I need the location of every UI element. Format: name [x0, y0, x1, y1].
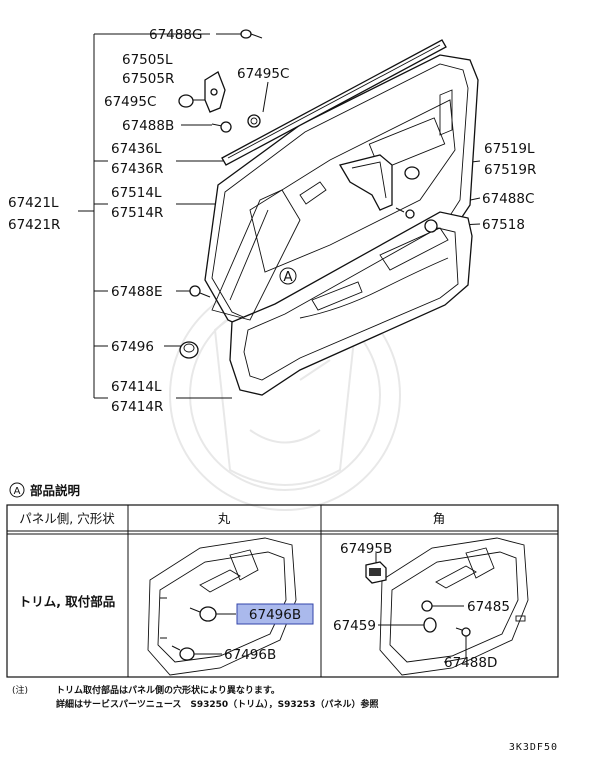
- bracket-67505: [204, 71, 226, 113]
- screw-67488d: [443, 627, 471, 663]
- label-67488g: 67488G: [149, 27, 202, 43]
- label-67436l: 67436L: [111, 141, 162, 157]
- label-67505l: 67505L: [122, 52, 173, 68]
- inner-panel: [211, 189, 301, 321]
- screw-67488g: [240, 29, 263, 39]
- note-line-2: 詳細はサービスパーツニュース S93250（トリム），S93253（パネル）参照: [56, 698, 378, 710]
- clip-67495c-b: [247, 114, 261, 128]
- bracket-lines: [78, 33, 210, 399]
- clip-67496b-upper: [189, 606, 217, 622]
- header-round: 丸: [218, 511, 231, 526]
- detail-marker-a: A: [279, 267, 297, 285]
- weatherstrip-67436: [221, 39, 447, 166]
- drawing-code: 3K3DF50: [509, 742, 558, 753]
- note-line-1: トリム取付部品はパネル側の穴形状により異なります。: [56, 684, 280, 696]
- label-67518: 67518: [482, 217, 525, 233]
- detail-marker-a-label: A: [283, 269, 293, 285]
- section-marker: A: [14, 486, 21, 497]
- note-prefix: (注): [12, 684, 28, 696]
- label-67488e: 67488E: [111, 284, 162, 300]
- clip-67496: [179, 341, 199, 359]
- fasteners: [178, 29, 438, 359]
- square-hole-sketch: [365, 537, 529, 676]
- header-panel-hole-shape: パネル側, 穴形状: [19, 511, 115, 526]
- label-67459: 67459: [333, 618, 376, 634]
- label-67488c: 67488C: [482, 191, 534, 207]
- highlight-67496b[interactable]: 67496B: [236, 603, 314, 625]
- door-trim-panel: [229, 211, 473, 396]
- pull-handle-67514: [338, 154, 393, 211]
- screw-67488b: [211, 121, 232, 133]
- label-67495c-left: 67495C: [104, 94, 156, 110]
- label-67495b: 67495B: [340, 541, 392, 557]
- screw-67488e: [189, 285, 211, 298]
- highlight-67496b-label[interactable]: 67496B: [249, 607, 301, 623]
- label-67495c-upper: 67495C: [237, 66, 289, 82]
- label-67519l: 67519L: [484, 141, 535, 157]
- parts-table: パネル側, 穴形状 丸 角 トリム, 取付部品: [6, 504, 559, 678]
- clip-67496b-lower: [171, 645, 195, 661]
- label-67496b-lower: 67496B: [224, 647, 276, 663]
- label-67519r: 67519R: [484, 162, 536, 178]
- section-title: 部品説明: [30, 483, 80, 498]
- label-67488b: 67488B: [122, 118, 174, 134]
- clip-67495b: [365, 561, 387, 584]
- clip-67459: [378, 617, 437, 633]
- label-67436r: 67436R: [111, 161, 163, 177]
- round-hole-sketch: [147, 537, 297, 676]
- grommet-67485: [421, 600, 464, 612]
- label-67414l: 67414L: [111, 379, 162, 395]
- clip-67495c-a: [178, 94, 194, 108]
- label-67514r: 67514R: [111, 205, 163, 221]
- footnote: (注) トリム取付部品はパネル側の穴形状により異なります。 詳細はサービスパーツ…: [12, 684, 378, 710]
- part-number-labels: 67488G 67505L 67505R 67495C 67495C 67488…: [8, 27, 536, 415]
- label-67496: 67496: [111, 339, 154, 355]
- section-heading: A 部品説明: [9, 482, 80, 498]
- cap-67518: [424, 219, 438, 233]
- label-67485: 67485: [467, 599, 510, 615]
- label-67514l: 67514L: [111, 185, 162, 201]
- screw-67488c: [395, 207, 415, 219]
- row-label-trim-parts: トリム, 取付部品: [19, 594, 116, 609]
- label-67421r: 67421R: [8, 217, 60, 233]
- label-67414r: 67414R: [111, 399, 163, 415]
- cover-67519: [404, 166, 420, 180]
- label-67488d: 67488D: [444, 655, 497, 671]
- label-67505r: 67505R: [122, 71, 174, 87]
- header-square: 角: [433, 511, 446, 526]
- label-67421l: 67421L: [8, 195, 59, 211]
